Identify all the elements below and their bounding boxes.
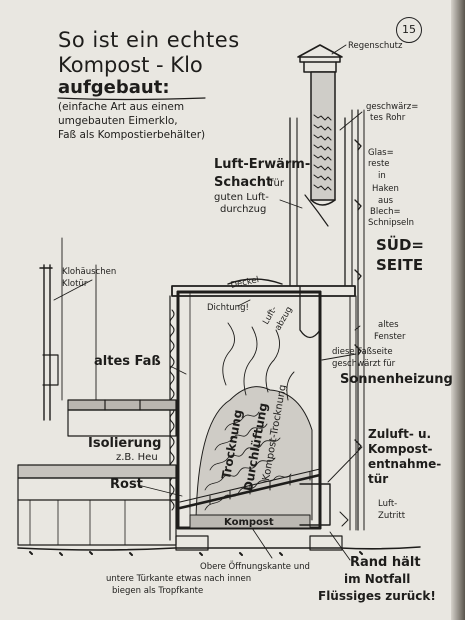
title-line-2: Kompost - Klo (58, 53, 203, 77)
label-oeffnung-3: biegen als Tropfkante (112, 586, 204, 596)
page-edge (451, 0, 465, 620)
label-fenster-1: altes (378, 320, 399, 330)
label-rohr-2: tes Rohr (370, 113, 406, 123)
label-zuluft-1: Zuluft- u. (368, 427, 432, 441)
page-number: 15 (396, 17, 422, 43)
black-pipe (310, 71, 336, 206)
label-zuluft-3: entnahme- (368, 457, 442, 471)
label-fenster-2: Fenster (374, 332, 406, 342)
label-rand-2: im Notfall (344, 572, 411, 586)
label-klo-2: Klotür (62, 279, 88, 289)
label-rand-3: Flüssiges zurück! (318, 589, 436, 603)
label-sonnenheizung: Sonnenheizung (340, 372, 453, 387)
label-glas-5: aus (378, 196, 394, 206)
label-fassseite-1: diese Faßseite (332, 347, 393, 357)
label-glas-3: in (378, 171, 386, 181)
label-glas-2: reste (368, 159, 390, 169)
label-rost: Rost (110, 477, 143, 492)
label-zuluft-4: tür (368, 472, 389, 486)
label-zutritt-2: Zutritt (378, 511, 406, 521)
label-kompost: Kompost (224, 517, 274, 528)
lid (171, 285, 356, 297)
label-sued-1: SÜD= (376, 236, 425, 254)
subtitle-line-3: Faß als Kompostierbehälter) (58, 129, 206, 141)
label-oeffnung-2: untere Türkante etwas nach innen (106, 574, 252, 584)
label-luft-5: durchzug (220, 204, 267, 215)
air-flow-wisps (222, 322, 295, 401)
label-dichtung: Dichtung! (207, 303, 249, 313)
label-zutritt-1: Luft- (378, 499, 398, 509)
label-luft-4: guten Luft- (214, 192, 269, 203)
label-klo-1: Klohäuschen (62, 267, 117, 277)
label-isolierung: Isolierung (88, 436, 162, 451)
label-glas-6: Blech= (370, 207, 401, 217)
label-zuluft-2: Kompost- (368, 442, 433, 456)
label-fass: altes Faß (94, 354, 161, 369)
label-luft-2: Schacht (214, 175, 273, 190)
subtitle-line-2: umgebauten Eimerklo, (58, 115, 178, 127)
label-regenschutz: Regenschutz (348, 41, 403, 51)
label-glas-7: Schnipseln (368, 218, 415, 228)
label-rand-1: Rand hält (350, 555, 421, 570)
title-line-1: So ist ein echtes (58, 28, 240, 52)
label-luft-1: Luft-Erwärm- (214, 157, 311, 172)
title-line-3: aufgebaut: (58, 77, 170, 98)
label-rohr-1: geschwärz= (366, 102, 419, 112)
rain-cap (297, 44, 343, 58)
label-sued-2: SEITE (376, 256, 424, 274)
label-luft-3: für (270, 178, 284, 189)
label-glas-1: Glas= (368, 148, 394, 158)
subtitle-line-1: (einfache Art aus einem (58, 101, 185, 113)
label-oeffnung-1: Obere Öffnungskante und (200, 562, 310, 572)
access-door (299, 483, 331, 526)
label-fassseite-2: geschwärzt für (332, 359, 396, 369)
bench (17, 399, 177, 546)
label-heu: z.B. Heu (116, 452, 158, 463)
label-glas-4: Haken (372, 184, 399, 194)
